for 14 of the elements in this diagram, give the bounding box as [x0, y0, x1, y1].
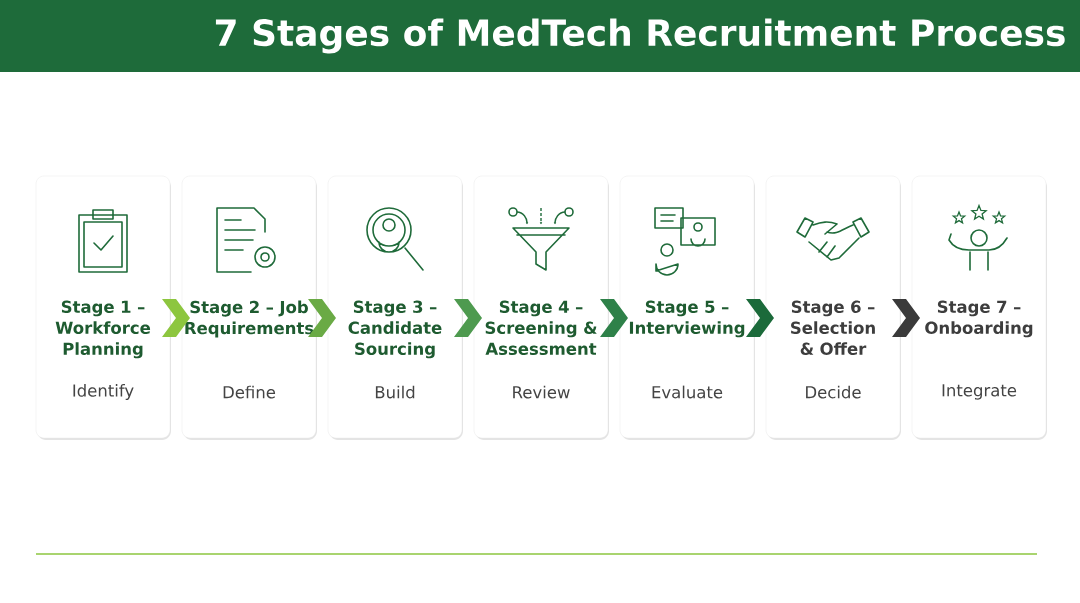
chevron-arrow	[892, 299, 920, 337]
chevron-arrow	[454, 299, 482, 337]
chevron-arrow	[746, 299, 774, 337]
stage-card: Stage 7 – Onboarding Integrate	[911, 175, 1047, 440]
stage-card: Stage 4 – Screening & Assessment Review	[473, 175, 609, 440]
stage-card: Stage 1 – Workforce Planning Identify	[35, 175, 171, 440]
stage-card: Stage 5 – Interviewing Evaluate	[619, 175, 755, 440]
chevron-arrow	[600, 299, 628, 337]
stage-card: Stage 6 – Selection & Offer Decide	[765, 175, 901, 440]
stage-card: Stage 3 – Candidate Sourcing Build	[327, 175, 463, 440]
chevron-arrow	[308, 299, 336, 337]
stage-card: Stage 2 – Job Requirements Define	[181, 175, 317, 440]
title-banner: 7 Stages of MedTech Recruitment Process	[0, 0, 1080, 72]
chevron-arrow	[162, 299, 190, 337]
